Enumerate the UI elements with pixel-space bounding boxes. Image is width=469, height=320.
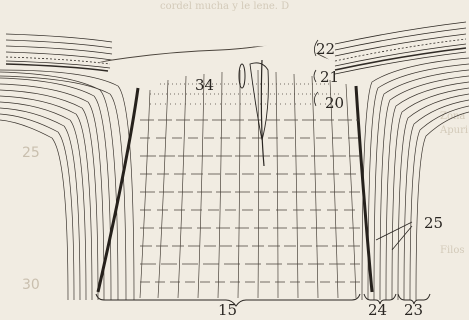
central-loop <box>250 63 268 140</box>
label-21: 21 <box>320 70 339 85</box>
right-capsule-band <box>335 22 466 74</box>
label-24: 24 <box>368 303 387 318</box>
label-20: 20 <box>325 96 344 111</box>
right-capsule-edge <box>356 86 372 292</box>
right-sweeping-fibers <box>362 58 469 300</box>
label-23: 23 <box>404 303 423 318</box>
label-25: 25 <box>424 216 443 231</box>
left-sweeping-fibers <box>0 70 134 300</box>
left-capsule-band <box>6 34 112 71</box>
central-cell-mass <box>100 38 385 298</box>
label-34: 34 <box>195 78 214 93</box>
label-15: 15 <box>218 303 237 318</box>
label-22: 22 <box>316 42 335 57</box>
central-suture <box>261 60 264 166</box>
